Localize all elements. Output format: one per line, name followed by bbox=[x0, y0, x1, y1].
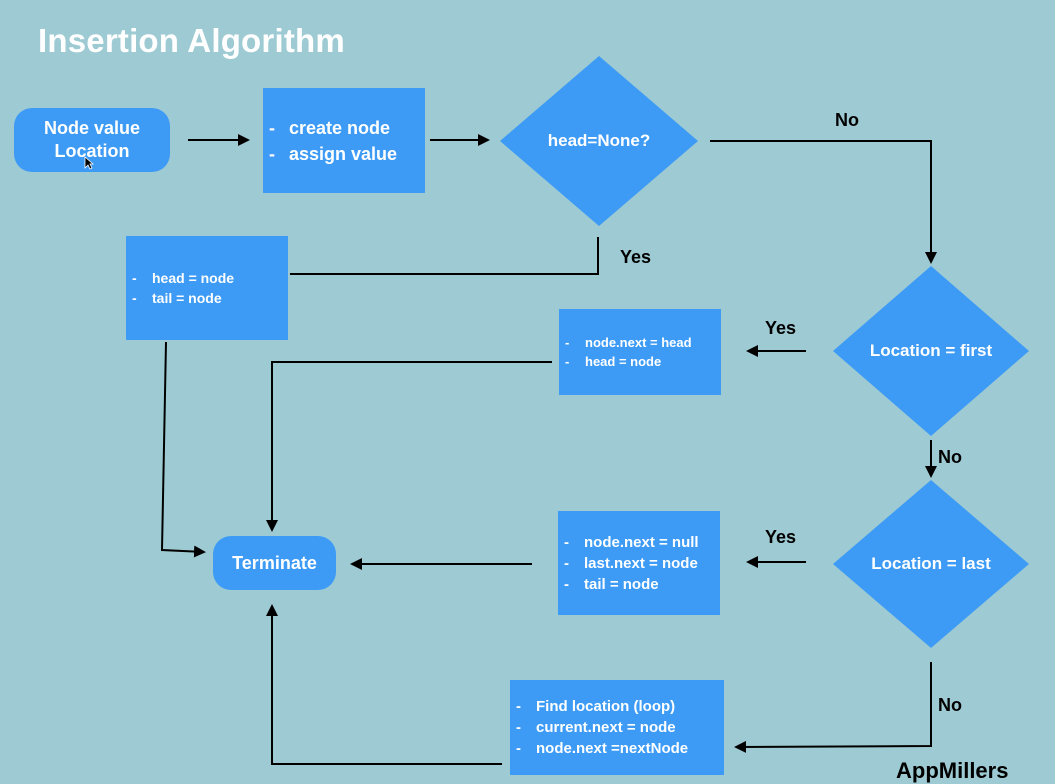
middle-assign-item: current.next = node bbox=[510, 717, 724, 738]
location-first-yes-label: Yes bbox=[765, 318, 797, 338]
last-assign-item: tail = node bbox=[558, 574, 720, 595]
last-assign-item: last.next = node bbox=[558, 553, 720, 574]
location-first-no-label: No bbox=[938, 447, 962, 467]
start-node-line1: Node value bbox=[43, 118, 141, 138]
first-assign-item: head = node bbox=[559, 352, 721, 371]
head-check-label: head=None? bbox=[547, 131, 651, 150]
terminate-node: Terminate bbox=[213, 536, 336, 590]
first-assign-box: node.next = head head = node bbox=[559, 309, 721, 395]
edge-last-no bbox=[734, 662, 932, 753]
head-check-diamond bbox=[500, 56, 698, 226]
location-first-label: Location = first bbox=[869, 341, 993, 360]
edge-middle-assign-to-terminate bbox=[266, 604, 502, 765]
empty-assign-item: tail = node bbox=[126, 288, 288, 308]
empty-assign-item: head = node bbox=[126, 268, 288, 288]
watermark: AppMillers bbox=[896, 758, 1009, 783]
middle-assign-item: node.next =nextNode bbox=[510, 738, 724, 759]
location-last-yes-label: Yes bbox=[765, 527, 797, 547]
head-check-no-label: No bbox=[835, 110, 859, 130]
empty-assign-box: head = node tail = node bbox=[126, 236, 288, 340]
page-title: Insertion Algorithm bbox=[38, 22, 345, 59]
create-node-item: assign value bbox=[263, 141, 425, 167]
location-last-diamond bbox=[833, 480, 1029, 648]
start-node: Node value Location bbox=[14, 108, 170, 172]
edge-head-check-no bbox=[710, 140, 937, 264]
edge-head-check-yes bbox=[290, 237, 599, 275]
last-assign-item: node.next = null bbox=[558, 532, 720, 553]
middle-assign-box: Find location (loop) current.next = node… bbox=[510, 680, 724, 775]
terminate-label: Terminate bbox=[232, 552, 317, 573]
first-assign-item: node.next = head bbox=[559, 333, 721, 352]
start-node-line2: Location bbox=[54, 141, 130, 161]
create-node-box: create node assign value bbox=[263, 88, 425, 193]
edge-first-assign-to-terminate bbox=[266, 361, 552, 532]
last-assign-box: node.next = null last.next = node tail =… bbox=[558, 511, 720, 615]
location-first-diamond bbox=[833, 266, 1029, 436]
middle-assign-item: Find location (loop) bbox=[510, 696, 724, 717]
head-check-yes-label: Yes bbox=[620, 247, 652, 267]
location-last-label: Location = last bbox=[871, 554, 991, 573]
edge-empty-assign-to-terminate bbox=[160, 341, 206, 558]
mouse-cursor-icon bbox=[84, 156, 94, 170]
location-last-no-label: No bbox=[938, 695, 962, 715]
create-node-item: create node bbox=[263, 115, 425, 141]
